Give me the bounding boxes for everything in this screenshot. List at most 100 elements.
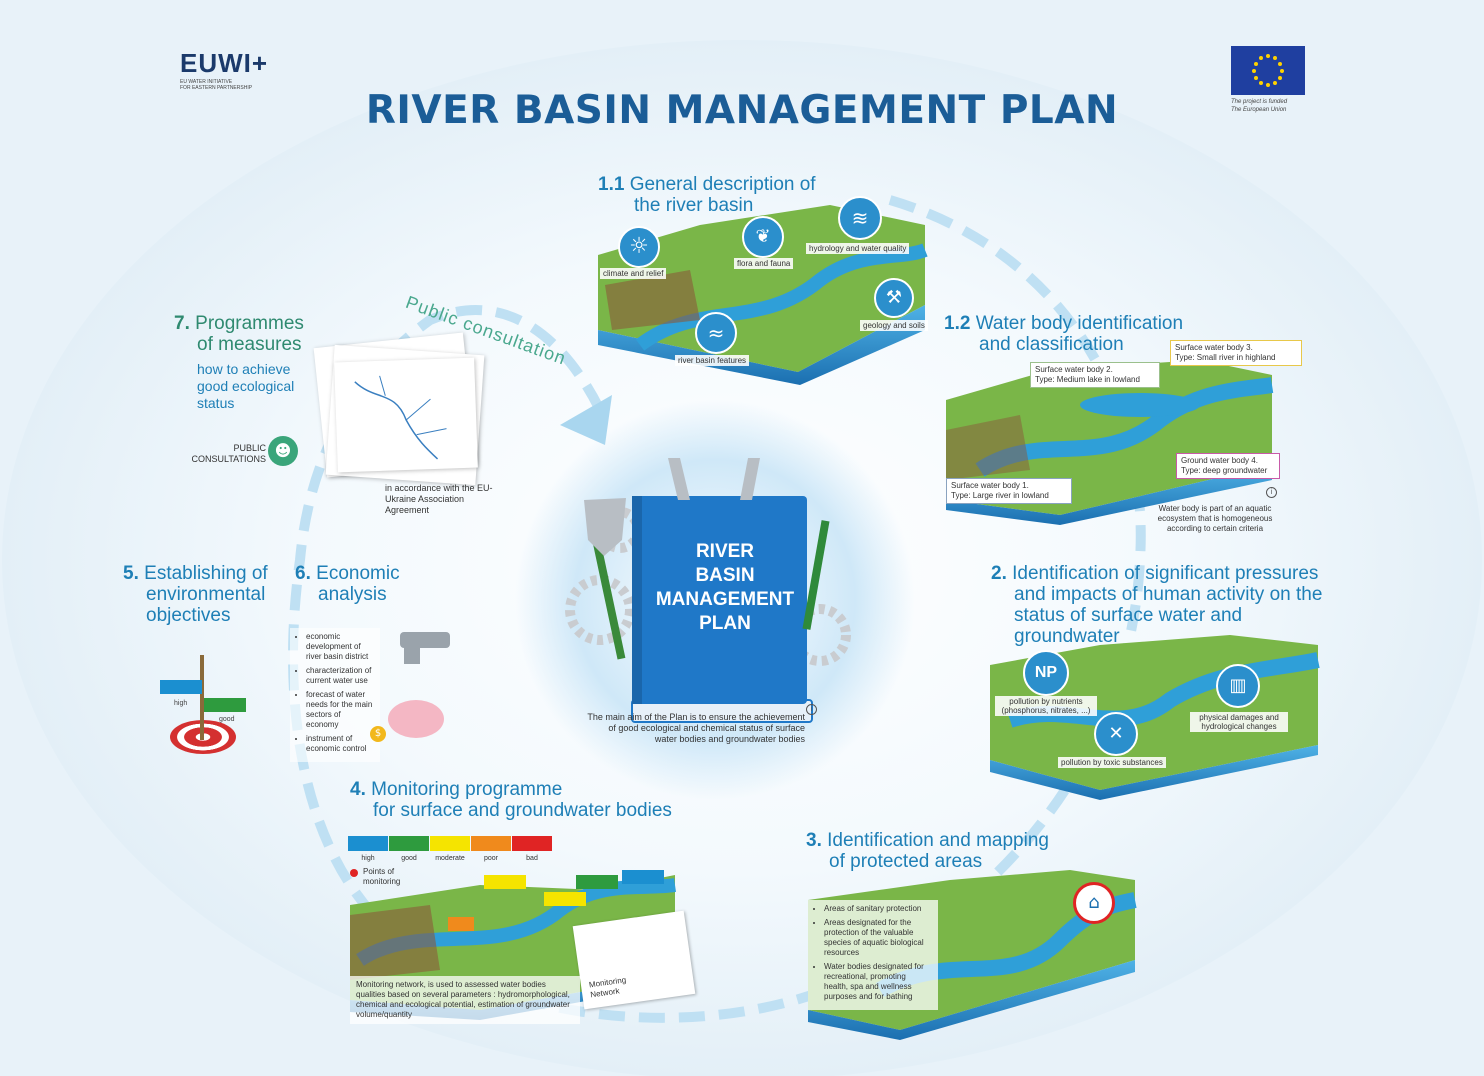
label-toxic: pollution by toxic substances	[1058, 757, 1166, 768]
legend-moderate: moderate	[430, 836, 470, 862]
protected-item-3: Water bodies designated for recreational…	[824, 962, 932, 1002]
callout-wb3: Surface water body 3. Type: Small river …	[1170, 340, 1302, 366]
eu-note-line2: The European Union	[1231, 107, 1287, 113]
flag-blue	[622, 870, 664, 884]
callout-wb3-line1: Surface water body 3.	[1175, 343, 1253, 352]
people-icon: ☻	[268, 436, 298, 466]
plan-aim: The main aim of the Plan is to ensure th…	[587, 712, 805, 744]
faucet-icon	[400, 622, 454, 664]
economic-item-4: instrument of economic control	[306, 734, 374, 754]
economic-item-3: forecast of water needs for the main sec…	[306, 690, 374, 730]
public-consultations-label: PUBLIC CONSULTATIONS	[188, 443, 266, 465]
step-4-line1: Monitoring programme	[371, 779, 563, 800]
label-physical: physical damages and hydrological change…	[1190, 712, 1288, 732]
step-1-2-line1: Water body identification	[975, 313, 1184, 334]
euwi-logo: EUWI+ EU WATER INITIATIVE FOR EASTERN PA…	[180, 48, 300, 91]
protected-area-icon: ⌂	[1073, 882, 1115, 924]
book-title: RIVER BASIN MANAGEMENT PLAN	[640, 540, 810, 636]
callout-wb4-line2: Type: deep groundwater	[1181, 466, 1268, 475]
monitoring-point-dot	[350, 869, 358, 877]
step-3-line2: of protected areas	[829, 851, 983, 872]
dam-icon: ▥	[1216, 664, 1260, 708]
sun-icon: ☼	[618, 226, 660, 268]
public-consultations-line1: PUBLIC	[233, 443, 266, 453]
river-map-icon	[354, 375, 447, 460]
step-3-heading: 3. Identification and mapping of protect…	[806, 830, 1106, 872]
euwi-logo-line2: FOR EASTERN PARTNERSHIP	[180, 85, 253, 91]
label-nutrients: pollution by nutrients (phosphorus, nitr…	[995, 696, 1097, 716]
step-6-line1: Economic	[316, 563, 400, 584]
flag-green	[576, 875, 618, 889]
page-title: RIVER BASIN MANAGEMENT PLAN	[365, 88, 1119, 133]
tool-shapes	[584, 458, 830, 660]
np-icon: NP	[1023, 650, 1069, 696]
label-basin-features: river basin features	[675, 355, 750, 366]
economic-item-2: characterization of current water use	[306, 666, 374, 686]
step-3-number: 3.	[806, 830, 822, 851]
legend-poor-label: poor	[483, 855, 498, 862]
step-3-line1: Identification and mapping	[827, 830, 1049, 851]
step-4-line2: for surface and groundwater bodies	[373, 800, 672, 821]
callout-wb1: Surface water body 1. Type: Large river …	[946, 478, 1072, 504]
step-7-heading: 7. Programmes of measures	[174, 313, 324, 355]
legend-good-label: good	[401, 855, 417, 862]
step-6-number: 6.	[295, 563, 311, 584]
documents-stack	[313, 330, 485, 486]
step-7-sub2: good ecological	[197, 378, 295, 394]
flag-orange	[448, 917, 474, 931]
monitoring-description: Monitoring network, is used to assessed …	[350, 976, 580, 1024]
step-2-line4: groundwater	[1014, 626, 1120, 647]
agreement-note: in accordance with the EU-Ukraine Associ…	[385, 483, 493, 515]
eu-stars-icon	[1252, 54, 1284, 87]
flag-yellow-2	[544, 892, 586, 906]
step-2-line1: Identification of significant pressures	[1012, 563, 1319, 584]
book-title-line3: MANAGEMENT	[655, 589, 795, 610]
waves-icon: ≈	[695, 312, 737, 354]
legend-bad: bad	[512, 836, 552, 862]
legend-moderate-label: moderate	[435, 855, 465, 862]
step-6-heading: 6. Economic analysis	[295, 563, 435, 605]
economic-list: economic development of river basin dist…	[290, 628, 380, 762]
step-1-2-line2: and classification	[979, 334, 1124, 355]
coin-icon: $	[370, 726, 386, 742]
label-hydrology: hydrology and water quality	[806, 243, 910, 254]
callout-wb1-line2: Type: Large river in lowland	[951, 491, 1049, 500]
water-body-note: Water body is part of an aquatic ecosyst…	[1157, 504, 1273, 533]
callout-wb2: Surface water body 2. Type: Medium lake …	[1030, 362, 1160, 388]
step-7-line1: Programmes	[195, 313, 304, 334]
legend-bad-label: bad	[526, 855, 538, 862]
euwi-logo-line1: EU WATER INITIATIVE	[180, 79, 233, 85]
label-climate: climate and relief	[600, 268, 667, 279]
book-title-line1: RIVER	[695, 541, 755, 562]
legend-good: good	[389, 836, 429, 862]
animal-icon: ❦	[742, 216, 784, 258]
step-7-sub3: status	[197, 395, 235, 411]
step-4-heading: 4. Monitoring programme for surface and …	[350, 779, 710, 821]
cycle-path	[288, 195, 1146, 1023]
step-2-number: 2.	[991, 563, 1007, 584]
info-icon-1-2: i	[1266, 487, 1277, 498]
step-1-1-number: 1.1	[598, 174, 625, 195]
euwi-logo-text: EUWI+	[180, 48, 269, 78]
step-1-2-number: 1.2	[944, 313, 971, 334]
economic-item-1: economic development of river basin dist…	[306, 632, 374, 662]
step-7-sub1: how to achieve	[197, 361, 291, 377]
step-2-line2: and impacts of human activity on the	[1014, 584, 1323, 605]
eu-flag	[1231, 46, 1305, 95]
protected-item-1: Areas of sanitary protection	[824, 904, 932, 914]
piggy-bank-icon	[388, 700, 444, 738]
step-1-1-line1: General description of	[629, 174, 816, 195]
callout-wb4-line1: Ground water body 4.	[1181, 456, 1258, 465]
callout-wb3-line2: Type: Small river in highland	[1175, 353, 1276, 362]
flag-yellow-1	[484, 875, 526, 889]
step-1-1-heading: 1.1 General description of the river bas…	[598, 174, 858, 216]
label-flora: flora and fauna	[734, 258, 794, 269]
step-5-line1: Establishing of	[144, 563, 268, 584]
step-7-number: 7.	[174, 313, 190, 334]
public-consultations-line2: CONSULTATIONS	[191, 454, 266, 464]
points-of-monitoring: Points of monitoring	[363, 867, 401, 886]
eu-note: The project is funded The European Union	[1231, 98, 1311, 114]
callout-wb4: Ground water body 4. Type: deep groundwa…	[1176, 453, 1280, 479]
monitoring-network-label: Monitoring Network	[588, 975, 627, 1000]
